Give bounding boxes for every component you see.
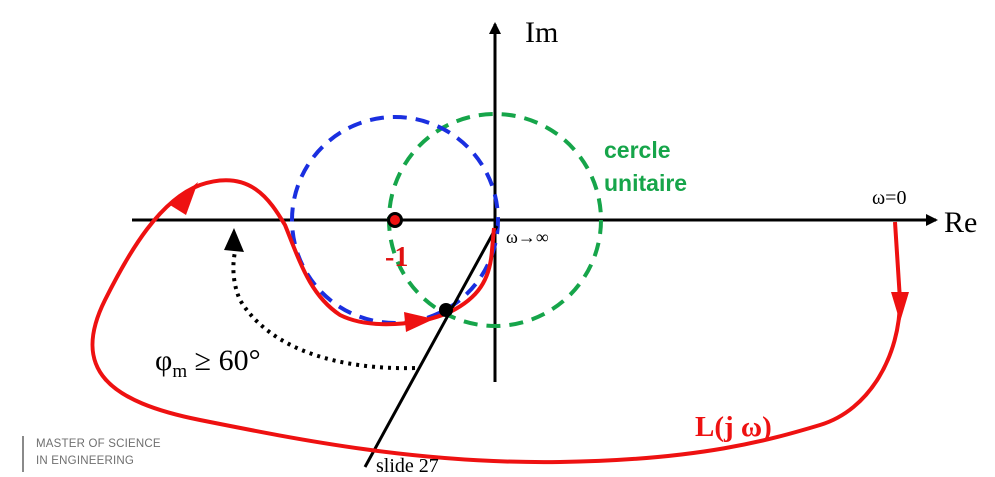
curve-arrow-2 (170, 182, 198, 215)
unit-circle-label-line2: unitaire (604, 170, 687, 196)
phase-margin-rest: ≥ 60° (187, 344, 260, 377)
unit-circle-label-line1: cercle (604, 137, 671, 163)
crossover-point (439, 303, 453, 317)
footer-line-2: IN ENGINEERING (36, 455, 135, 467)
phase-margin-label: φm ≥ 60° (155, 344, 261, 382)
slide-label: slide 27 (376, 455, 439, 477)
nyquist-curve (90, 178, 902, 465)
curve-arrow-3 (404, 312, 434, 332)
phase-margin-phi: φ (155, 344, 172, 377)
curve-label: L(j ω) (695, 411, 772, 443)
curve-arrow-1 (891, 292, 909, 322)
critical-point-label: -1 (385, 242, 408, 273)
imag-axis-label: Im (525, 16, 558, 49)
phase-margin-sub: m (172, 361, 187, 382)
phase-margin-arrowhead (224, 228, 244, 252)
omega-zero-label: ω=0 (872, 187, 906, 209)
footer-line-1: MASTER OF SCIENCE (36, 438, 161, 450)
critical-point (387, 212, 403, 228)
footer-logo: MASTER OF SCIENCE IN ENGINEERING (22, 436, 161, 472)
real-axis-label: Re (944, 206, 977, 239)
slope-line (363, 225, 499, 468)
omega-inf-label: ω→∞ (506, 227, 549, 247)
